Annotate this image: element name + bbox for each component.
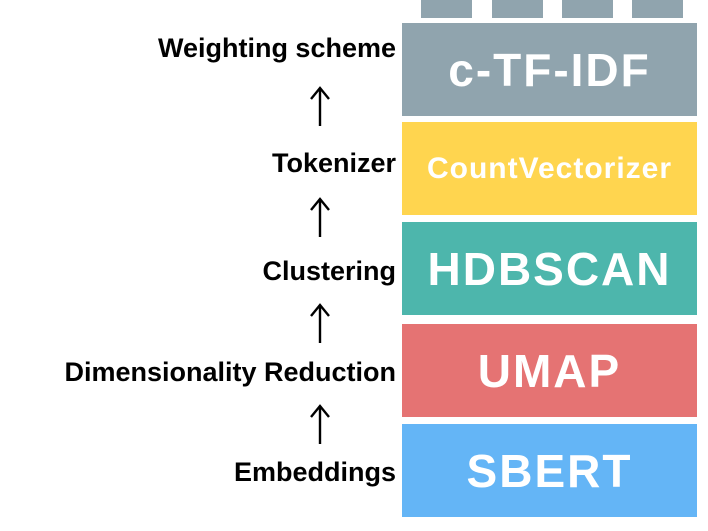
brick-stud: [421, 0, 472, 18]
block-umap: UMAP: [402, 324, 697, 417]
brick-stud: [492, 0, 543, 18]
stage-label-tokenizer: Tokenizer: [271, 148, 396, 178]
block-sbert: SBERT: [402, 424, 697, 517]
up-arrow-icon: [308, 403, 332, 445]
block-countvectorizer: CountVectorizer: [402, 122, 697, 215]
stage-label-weighting-scheme: Weighting scheme: [157, 33, 396, 63]
block-ctfidf: c-TF-IDF: [402, 23, 697, 116]
stage-label-dimensionality-reduction: Dimensionality Reduction: [64, 357, 396, 387]
block-hdbscan: HDBSCAN: [402, 222, 697, 315]
up-arrow-icon: [308, 302, 332, 344]
up-arrow-icon: [308, 196, 332, 238]
stage-label-clustering: Clustering: [262, 256, 396, 286]
up-arrow-icon: [308, 85, 332, 127]
stage-label-embeddings: Embeddings: [233, 457, 396, 487]
brick-stud: [632, 0, 683, 18]
brick-stud: [562, 0, 613, 18]
